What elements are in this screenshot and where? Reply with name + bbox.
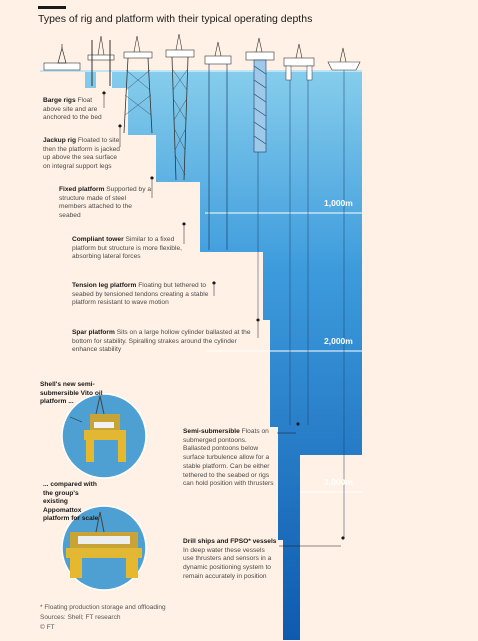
compliant-tower-icon [165,33,195,181]
depth-label-2000: 2,000m [324,336,353,346]
depth-label-3000: 3,000m [324,477,353,487]
appomattox-caption: ... compared with the group's existing A… [43,481,99,523]
semi-submersible-icon [283,43,315,425]
sources: Sources: Shell; FT research [40,614,121,621]
drill-ship-icon [327,47,361,538]
page-title: Types of rig and platform with their typ… [38,13,313,25]
title-bar-accent [38,6,66,9]
spar-platform-icon [245,37,275,318]
tension-leg-platform-icon [204,41,232,250]
depth-label-1000: 1,000m [324,198,353,208]
fixed-platform-icon [123,35,153,134]
ft-credit: © FT [40,624,55,631]
barge-rigs-label: Barge rigs Float above site and are anch… [43,97,102,122]
surface-band [40,70,362,72]
drill-ships-label: Drill ships and FPSO* vessels In deep wa… [183,538,277,580]
footnote: * Floating production storage and offloa… [40,604,166,611]
spar-platform-label: Spar platform Sits on a large hollow cyl… [72,329,251,354]
compliant-tower-label: Compliant tower Similar to a fixed platf… [72,236,182,261]
appomattox-photo [61,505,147,591]
leader-lines [102,91,345,547]
jackup-rig-label: Jackup rig Floated to site then the plat… [43,137,120,171]
jackup-rig-icon [87,35,115,86]
vito-caption: Shell's new semi-submersible Vito oil pl… [40,381,103,406]
fixed-platform-label: Fixed platform Supported by a structure … [59,186,152,220]
vito-photo [61,393,147,479]
semi-submersible-label: Semi-submersible Floats on submerged pon… [183,428,274,488]
tension-leg-platform-label: Tension leg platform Floating but tether… [72,282,209,307]
barge-rig-icon [43,44,81,71]
